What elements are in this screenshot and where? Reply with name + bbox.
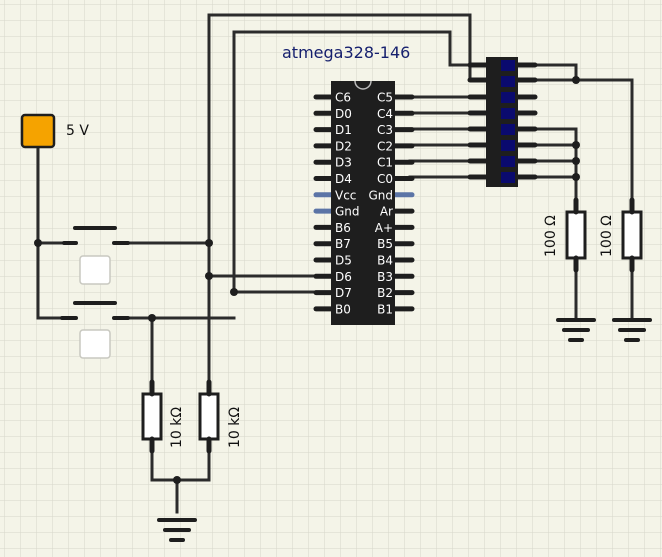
ground-2[interactable] [612,318,652,342]
chip-notch [354,80,372,90]
wire-5v-rail [36,146,62,320]
resistor-100-1[interactable]: 100 Ω [543,210,587,260]
resistor-body[interactable] [621,210,643,260]
led-segment [501,156,515,167]
chip-pin-label: D2 [335,139,352,153]
chip-pin-label: C6 [335,91,351,105]
button1-cap[interactable] [79,255,111,285]
junctions [34,76,580,484]
chip-title: atmega328-146 [282,43,410,62]
button2-cap[interactable] [79,329,111,359]
chip-pin-label: A+ [375,221,393,235]
junction-dot [572,173,580,181]
chip-pin-label: B6 [335,221,351,235]
led-bar[interactable] [467,57,538,187]
chip-pin-label: D4 [335,172,352,186]
junction-dot [572,157,580,165]
chip-pin-label: B3 [377,270,393,284]
resistor-leads [149,197,635,454]
resistor-body[interactable] [565,210,587,260]
wire-led-r1 [533,127,578,212]
chip-pin-label: B5 [377,237,393,251]
resistor-label: 100 Ω [543,215,559,257]
chip-pin-label: D3 [335,156,352,170]
junction-dot [205,272,213,280]
led-segment [501,60,515,71]
chip-pin-label: B2 [377,286,393,300]
led-segment [501,76,515,87]
resistor-10k-1[interactable]: 10 kΩ [141,392,185,448]
push-button-1[interactable] [62,226,130,285]
wire-top-inner [232,30,488,293]
power-source-box[interactable] [20,113,56,149]
chip-body[interactable] [331,81,395,325]
resistor-body[interactable] [141,392,163,441]
junction-dot [34,239,42,247]
power-source-5v[interactable]: 5 V [20,113,89,149]
chip-pin-label: Gnd [368,188,393,202]
resistor-body[interactable] [198,392,220,441]
ground-3[interactable] [157,518,197,542]
led-segments [501,60,515,183]
chip-pin-labels: C6D0D1D2D3D4VccGndB6B7D5D6D7B0C5C4C3C2C1… [335,91,393,317]
chip-pin-label: D7 [335,286,352,300]
resistor-100-2[interactable]: 100 Ω [599,210,643,260]
chip-pin-label: D0 [335,107,352,121]
junction-dot [572,76,580,84]
junction-dot [572,141,580,149]
power-label: 5 V [66,123,89,139]
led-segment [501,140,515,151]
resistor-label: 10 kΩ [169,407,185,448]
chip-pin-label: C5 [377,91,393,105]
chip-pin-label: D1 [335,123,352,137]
chip-pins [313,94,415,312]
chip-pin-label: B4 [377,254,393,268]
led-segment [501,92,515,103]
chip-pin-label: B7 [335,237,351,251]
chip-pin-label: Gnd [335,205,360,219]
junction-dot [205,239,213,247]
chip-pin-label: C3 [377,123,393,137]
chip-pin-label: C4 [377,107,393,121]
junction-dot [173,476,181,484]
push-button-2[interactable] [60,301,130,359]
led-segment [501,172,515,183]
chip-pin-label: C1 [377,156,393,170]
led-segment [501,108,515,119]
junction-dot [148,314,156,322]
atmega-chip[interactable]: atmega328-146 C6D0D1D2D3D4VccGndB6B7D5D6… [282,43,415,325]
led-segment [501,124,515,135]
chip-pin-label: C0 [377,172,393,186]
ground-1[interactable] [556,318,596,342]
chip-pin-label: B0 [335,302,351,316]
chip-pin-label: Vcc [335,188,356,202]
chip-pin-label: C2 [377,139,393,153]
chip-pin-label: B1 [377,302,393,316]
resistor-label: 100 Ω [599,215,615,257]
resistor-label: 10 kΩ [227,407,243,448]
junction-dot [230,288,238,296]
chip-pin-label: D6 [335,270,352,284]
chip-pin-label: D5 [335,254,352,268]
chip-pin-label: Ar [380,205,393,219]
